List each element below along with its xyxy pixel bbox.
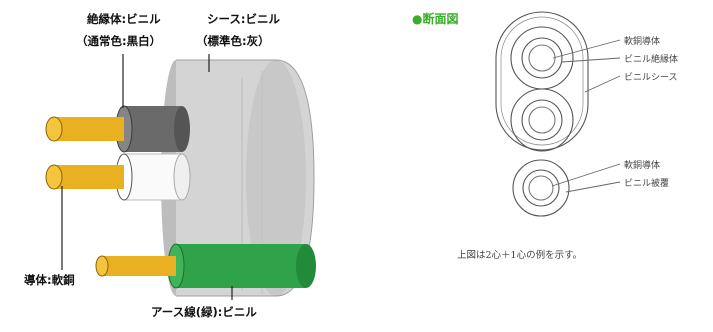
copper-conductor-top xyxy=(45,116,124,142)
insulation-color-label: （通常色:黒白） xyxy=(76,34,161,48)
earth-wire xyxy=(95,243,316,289)
white-insulation-core xyxy=(115,153,191,201)
label-conductor-2: 軟銅導体 xyxy=(624,159,660,171)
label-sheath: ビニルシース xyxy=(624,72,678,83)
label-conductor-1: 軟銅導体 xyxy=(624,35,660,47)
insulation-label: 絶縁体:ビニル xyxy=(87,12,161,26)
label-covering: ビニル被覆 xyxy=(624,177,669,189)
sheath-color-label: （標準色:灰） xyxy=(196,34,270,48)
cross-section-heading: ●断面図 xyxy=(412,11,458,26)
cross-section-caption: 上図は2心＋1心の例を示す。 xyxy=(457,249,582,261)
leader-lines-left xyxy=(61,54,233,300)
sheath xyxy=(161,59,315,297)
earth-wire-label: アース線(緑):ビニル xyxy=(151,305,257,319)
sheath-label: シース:ビニル xyxy=(207,12,281,26)
cross-section-drawing xyxy=(495,11,589,217)
conductor-label: 導体:軟銅 xyxy=(24,273,75,287)
copper-conductor-middle xyxy=(45,164,124,190)
black-insulation-core xyxy=(115,105,190,153)
label-insulation: ビニル絶縁体 xyxy=(624,53,678,65)
leader-lines-right xyxy=(551,39,621,193)
